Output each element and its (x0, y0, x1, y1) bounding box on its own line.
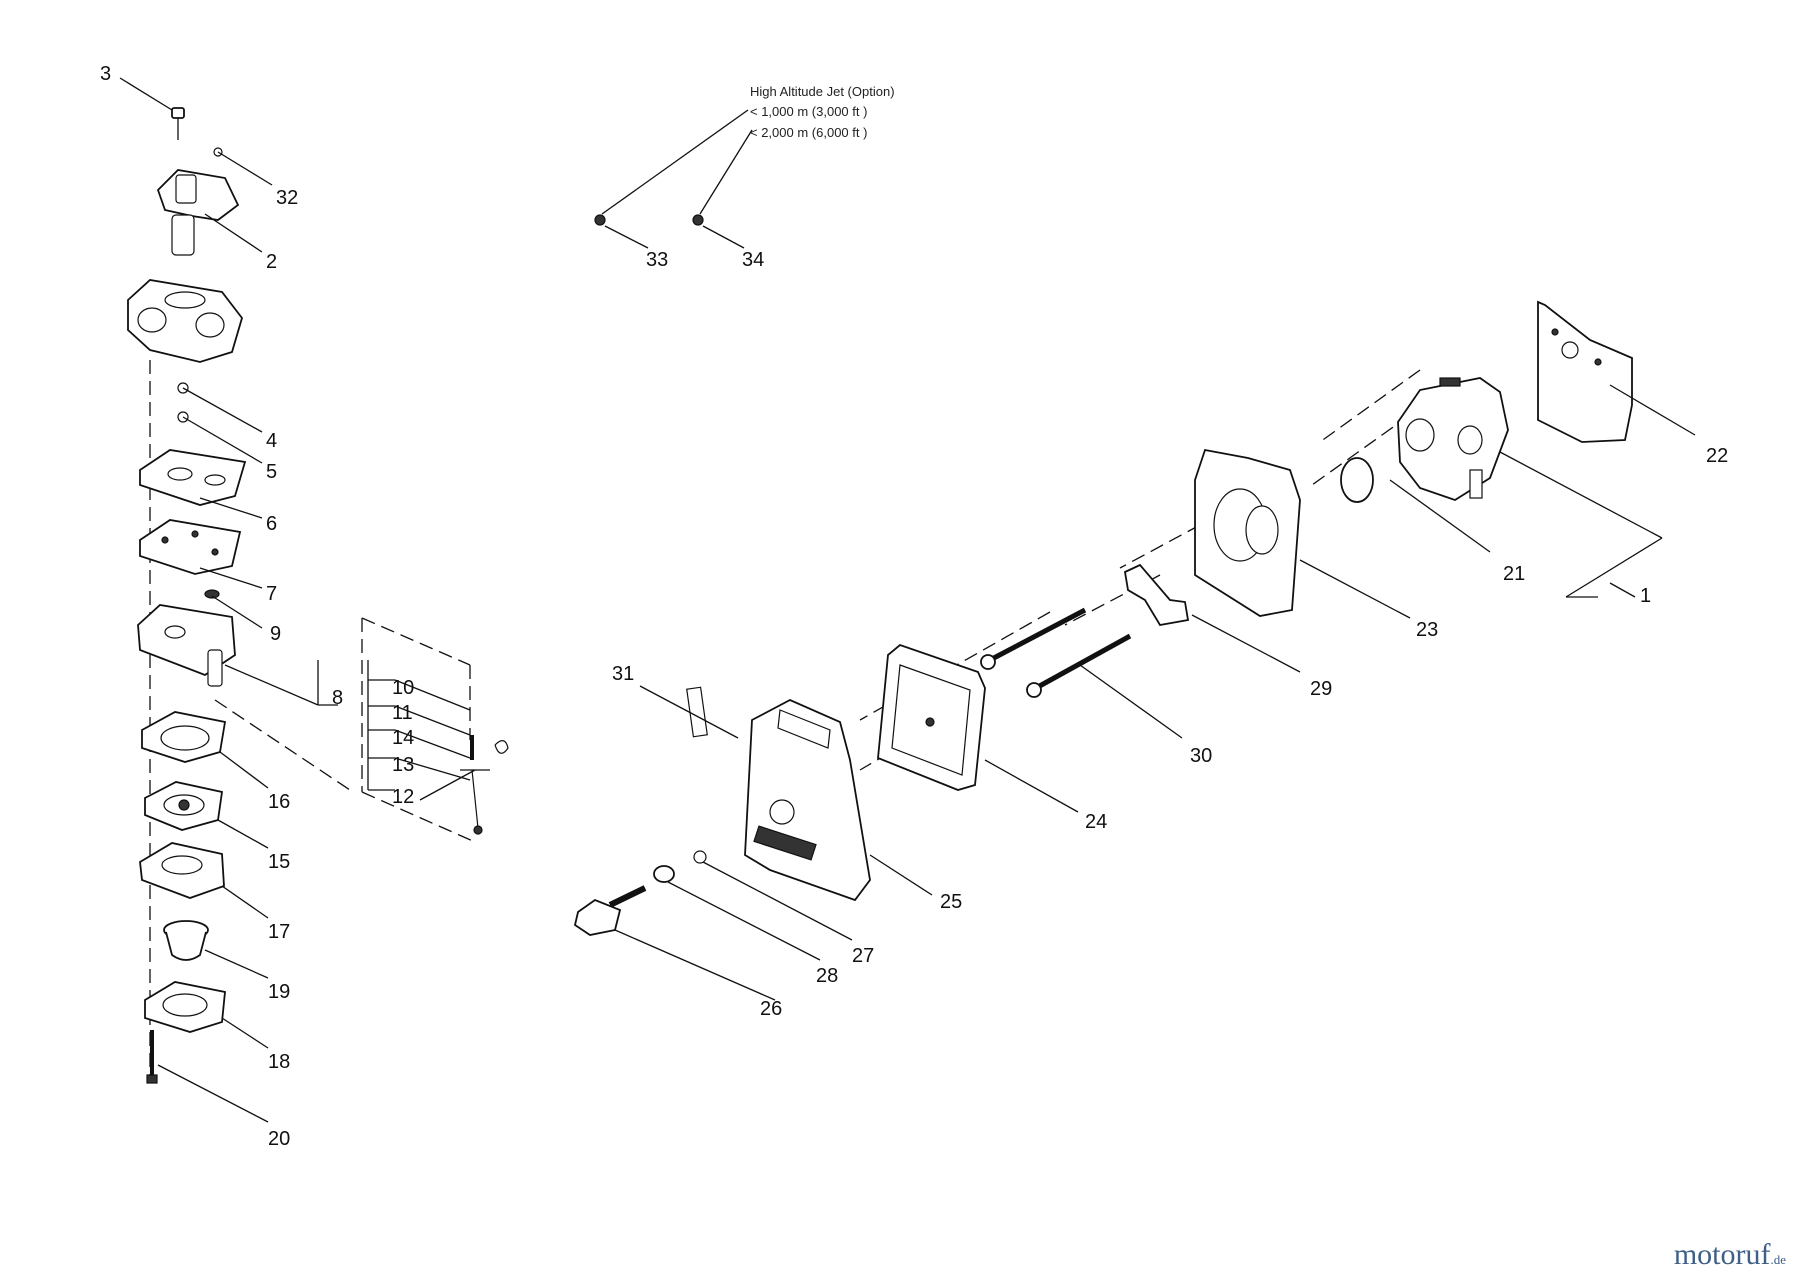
label-22: 22 (1706, 445, 1728, 467)
note-title: High Altitude Jet (Option) (750, 84, 895, 99)
label-19: 19 (268, 981, 290, 1003)
label-10: 10 (392, 677, 414, 699)
leader-24 (984, 759, 1079, 813)
label-18: 18 (268, 1051, 290, 1073)
label-25: 25 (940, 891, 962, 913)
label-7: 7 (266, 583, 277, 605)
lower-leaders (614, 861, 853, 1001)
part-washer-27 (693, 850, 707, 864)
label-23: 23 (1416, 619, 1438, 641)
left-leaders (119, 77, 471, 1123)
watermark-tld: .de (1770, 1252, 1786, 1267)
label-20: 20 (268, 1128, 290, 1150)
part-screw-3 (171, 107, 185, 140)
label-26: 26 (760, 998, 782, 1020)
label-24: 24 (1085, 811, 1107, 833)
note-line-2: < 2,000 m (6,000 ft ) (750, 125, 867, 140)
part-ring-gasket (1340, 457, 1374, 503)
label-11: 11 (392, 702, 413, 724)
label-1: 1 (1640, 585, 1651, 607)
label-30: 30 (1190, 745, 1212, 767)
part-carburetor-body (127, 279, 243, 363)
label-33: 33 (646, 249, 668, 271)
part-gasket-16 (141, 711, 227, 763)
label-13: 13 (392, 754, 414, 776)
label-16: 16 (268, 791, 290, 813)
part-diaphragm-7 (139, 519, 242, 575)
part-pump-body-8 (137, 604, 236, 687)
part-screw-20 (146, 1030, 158, 1084)
label-27: 27 (852, 945, 874, 967)
part-adaptor-23 (1194, 448, 1301, 617)
leader-29 (1191, 614, 1301, 673)
label-9: 9 (270, 623, 281, 645)
part-diaphragm-15 (144, 781, 224, 831)
label-31: 31 (612, 663, 634, 685)
part-filter-cover-25 (744, 699, 871, 902)
note-line-1: < 1,000 m (3,000 ft ) (750, 104, 867, 119)
part-9 (204, 589, 220, 599)
label-14: 14 (392, 727, 414, 749)
part-bolts-30 (980, 607, 1132, 698)
label-3: 3 (100, 63, 111, 85)
part-needle-assembly (419, 735, 509, 835)
label-6: 6 (266, 513, 277, 535)
watermark-logo: motoruf.de (1674, 1238, 1786, 1272)
part-primer-bulb-19 (163, 920, 209, 961)
watermark-name: motoruf (1673, 1238, 1771, 1271)
part-air-filter-24 (877, 643, 986, 791)
label-2: 2 (266, 251, 277, 273)
label-21: 21 (1503, 563, 1525, 585)
label-17: 17 (268, 921, 290, 943)
label-34: 34 (742, 249, 764, 271)
part-washer-28 (653, 865, 675, 883)
part-carburetor-21 (1397, 377, 1509, 501)
part-bracket-29 (1123, 563, 1190, 626)
kit-bracket-8 (214, 617, 476, 843)
bracket-1 (1389, 451, 1663, 598)
part-jet-33 (594, 214, 606, 226)
label-32: 32 (276, 187, 298, 209)
leader-22 (1609, 384, 1696, 436)
leader-25 (869, 854, 933, 896)
label-5: 5 (266, 461, 277, 483)
part-plate-22 (1537, 300, 1633, 443)
part-cover-17 (139, 842, 225, 899)
label-12: 12 (392, 786, 414, 808)
part-jet-34 (692, 214, 704, 226)
label-29: 29 (1310, 678, 1332, 700)
high-altitude-note: High Altitude Jet (Option) < 1,000 m (3,… (594, 84, 895, 271)
leader-31 (639, 685, 739, 739)
part-gasket-6 (139, 449, 247, 506)
leader-30 (1079, 664, 1183, 739)
label-8: 8 (332, 687, 343, 709)
part-retainer-18 (144, 981, 226, 1033)
label-28: 28 (816, 965, 838, 987)
label-15: 15 (268, 851, 290, 873)
part-knob-26 (573, 885, 647, 936)
part-pump-cover-2 (156, 169, 240, 256)
leader-23 (1299, 559, 1411, 619)
label-4: 4 (266, 430, 277, 452)
